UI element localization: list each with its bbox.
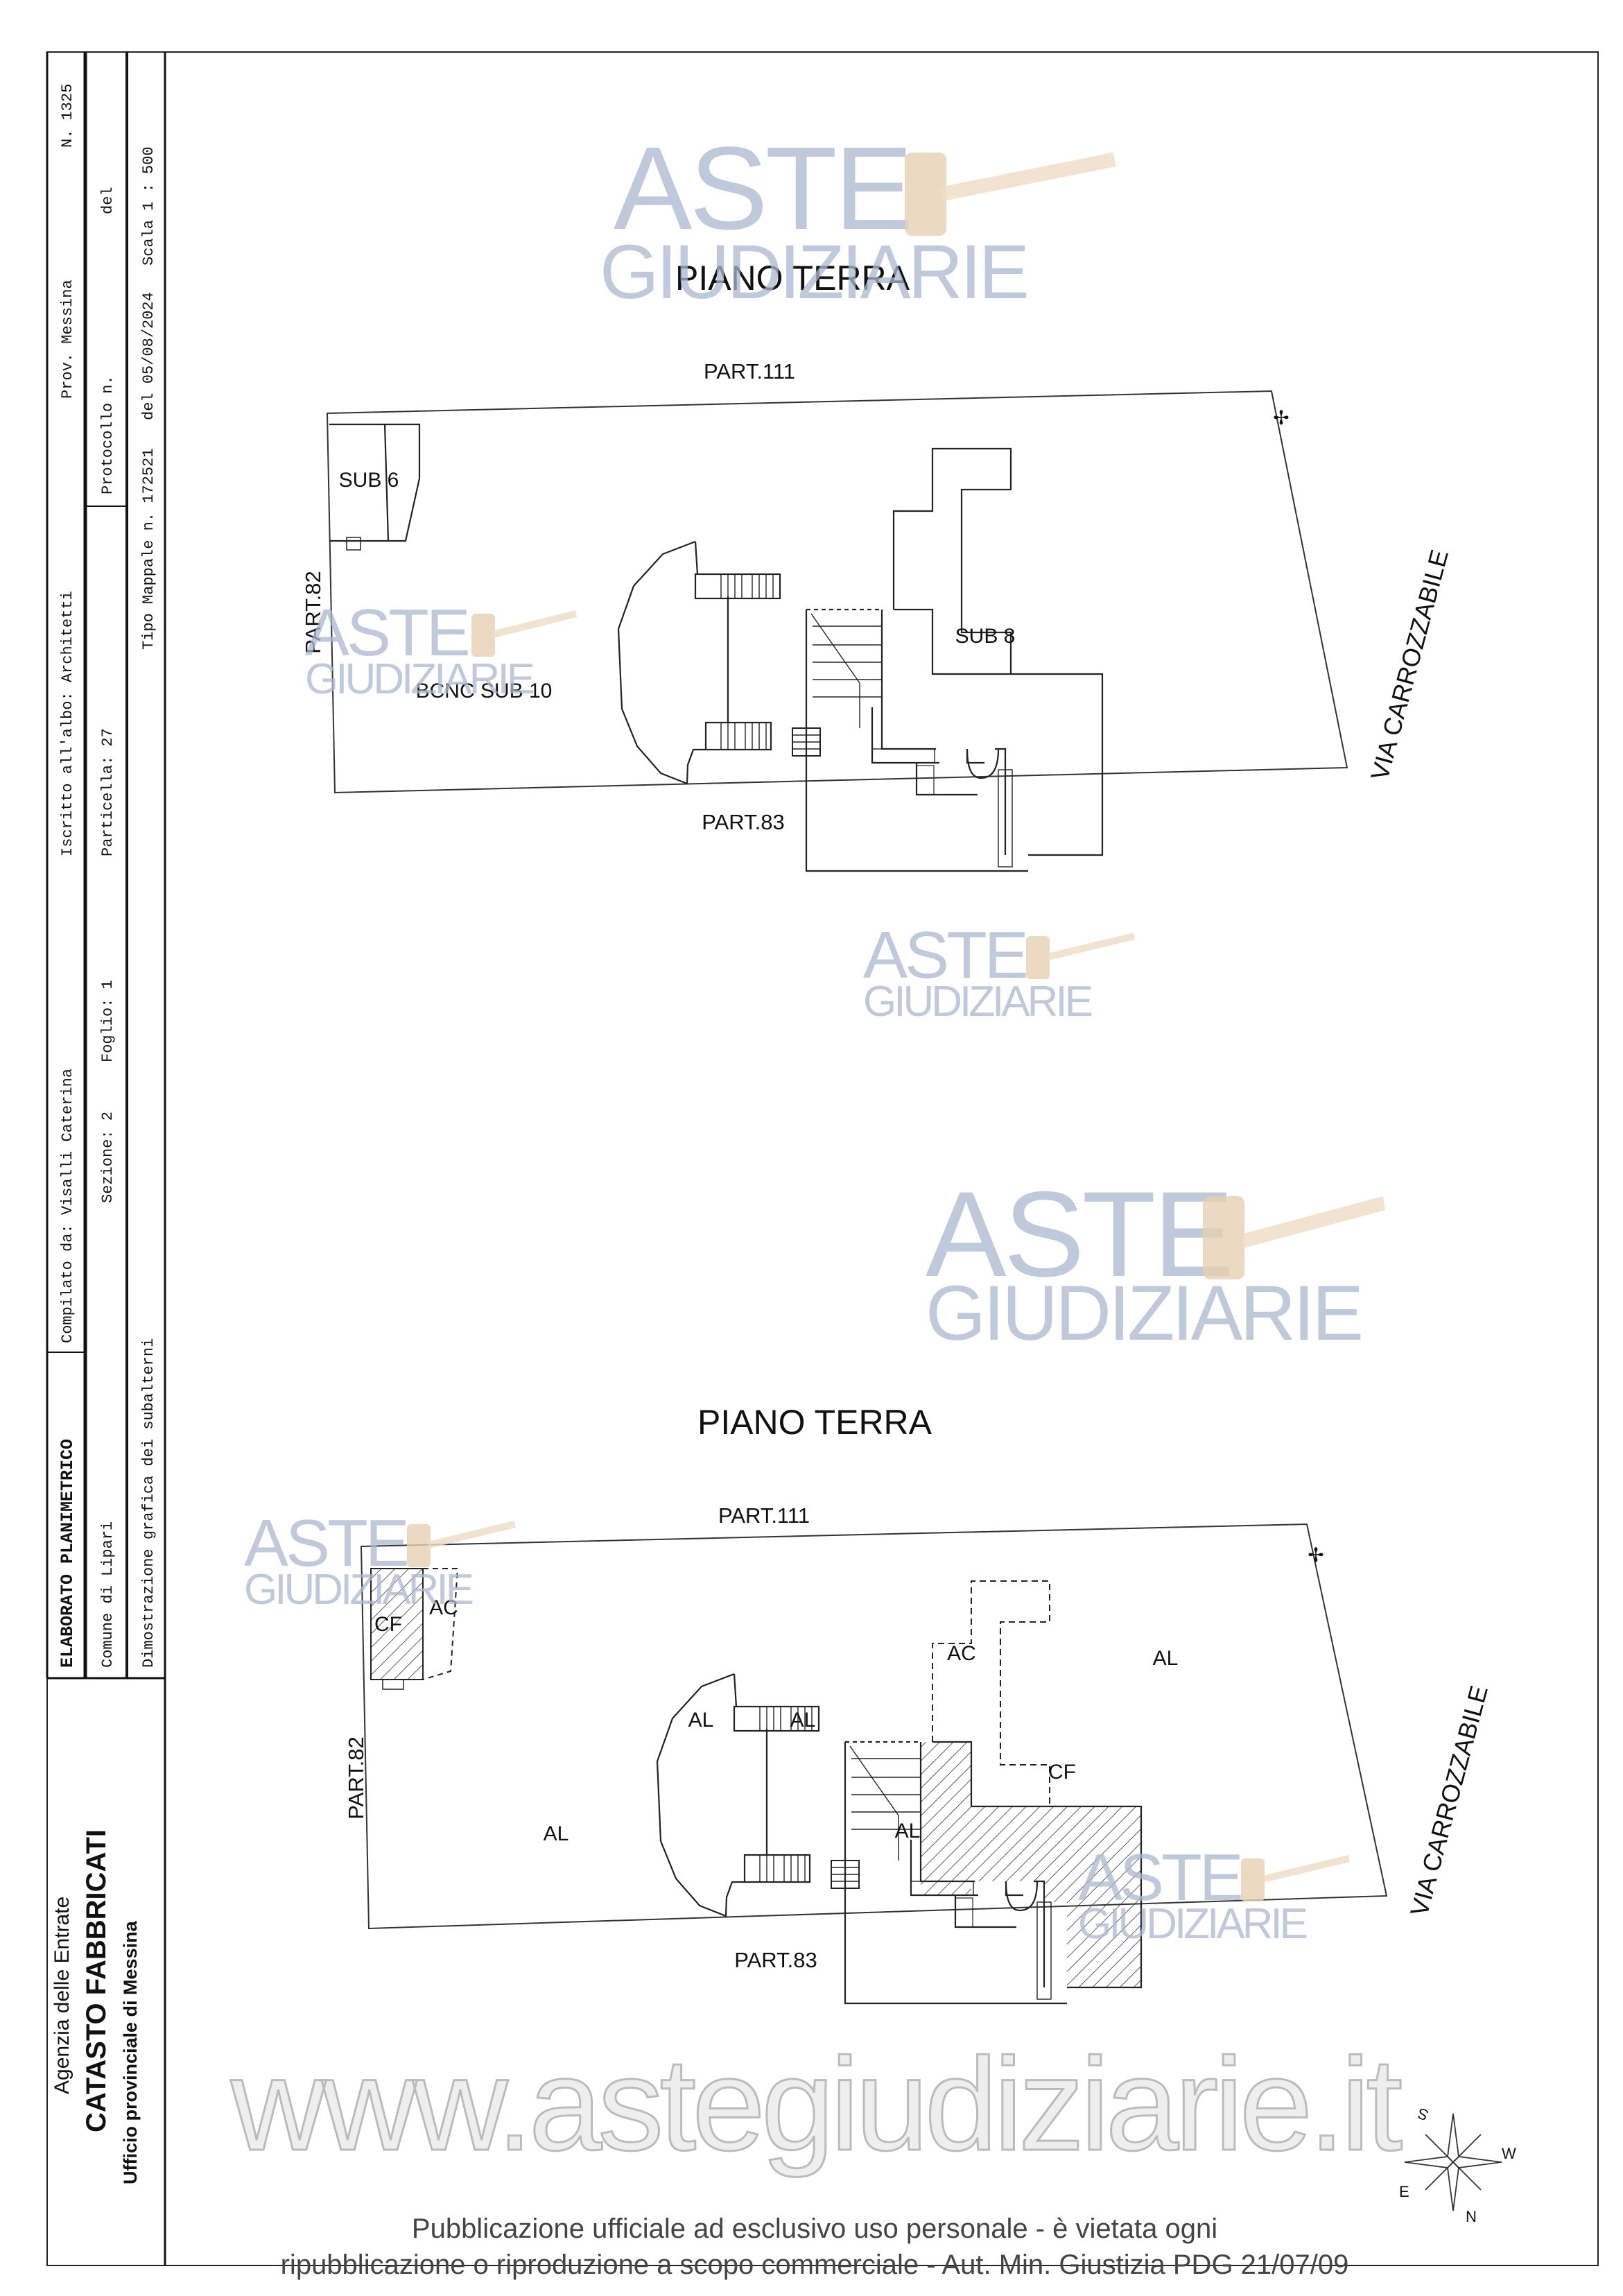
aste-watermark: ASTE GIUDIZIARIE [1078,1840,1350,1948]
plan-1-part-111: PART.111 [704,359,795,383]
aste-watermark: ASTE GIUDIZIARIE [244,1506,516,1614]
watermarks: ASTE GIUDIZIARIE ASTE GIUDIZIARIE ASTE G… [229,123,1407,2180]
plan-2-label-ac: AC [429,1596,458,1619]
page-border [46,51,1599,2266]
gavel-icon [1026,933,1135,979]
benchmark-icon: ✢ [1308,1544,1323,1566]
ufficio-provinciale: Ufficio provinciale di Messina [120,1920,141,2184]
svg-text:GIUDIZIARIE: GIUDIZIARIE [863,978,1092,1026]
svg-text:ASTE: ASTE [614,123,910,254]
title-elaborato-planimetrico: ELABORATO PLANIMETRICO [58,1439,78,1668]
plan-2-label-al: AL [544,1822,569,1845]
aste-watermark: ASTE GIUDIZIARIE [305,596,577,703]
plan-2-label-al: AL [688,1709,714,1732]
plan-2-part-82: PART.82 [344,1736,368,1819]
tipo-mappale: Tipo Mappale n. 172521 [140,449,157,650]
title-block: ELABORATO PLANIMETRICO Compilato da: Vis… [46,52,166,2265]
gavel-icon [905,153,1116,236]
gavel-icon [1241,1855,1350,1901]
svg-text:E: E [1399,2183,1409,2200]
plan-2-via-carrozzabile: VIA CARROZZABILE [1405,1682,1493,1919]
svg-text:ASTE: ASTE [305,596,468,670]
foglio: Foglio: 1 [99,980,116,1062]
plan-2-label-al: AL [790,1709,816,1732]
benchmark-icon: ✢ [1273,407,1289,429]
provincia: Prov. Messina [59,279,76,399]
svg-text:ASTE: ASTE [863,918,1026,992]
footer-notice-line-1: Pubblicazione ufficiale ad esclusivo uso… [412,2213,1217,2244]
svg-text:GIUDIZIARIE: GIUDIZIARIE [305,655,534,703]
plan-2-part-83: PART.83 [734,1948,817,1972]
gavel-icon [471,610,577,657]
svg-text:N: N [1466,2208,1477,2225]
plan-2-label-cf: CF [374,1613,402,1636]
aste-watermark: ASTE GIUDIZIARIE [600,123,1116,315]
gavel-icon [1203,1196,1385,1279]
plan-1-lot-boundary [326,390,1348,794]
agency-block: Agenzia delle Entrate CATASTO FABBRICATI… [51,1829,141,2184]
svg-text:ASTE: ASTE [1078,1840,1241,1915]
aste-watermark: ASTE GIUDIZIARIE [926,1167,1385,1356]
protocollo: Protocollo n. [99,375,116,494]
protocollo-del: del [99,187,116,214]
gavel-icon [407,1521,516,1567]
plan-1-title: PIANO TERRA [675,259,910,297]
numero: N. 1325 [59,84,76,148]
plan-1-sub-8: SUB 8 [955,625,1016,648]
svg-text:S: S [1415,2105,1430,2125]
compilato-da: Compilato da: Visalli Caterina [59,1069,76,1343]
plan-2-label-ac: AC [947,1642,976,1665]
svg-text:GIUDIZIARIE: GIUDIZIARIE [926,1270,1361,1356]
plan-2-label-al: AL [1153,1647,1179,1670]
tipo-mappale-data: del 05/08/2024 [140,292,157,420]
plan-1-part-82: PART.82 [301,571,325,653]
plan-1-part-83: PART.83 [702,810,784,834]
plan-2-label-cf: CF [1048,1761,1076,1784]
svg-text:GIUDIZIARIE: GIUDIZIARIE [244,1566,473,1614]
comune: Comune di Lipari [99,1521,116,1668]
agency-name: Agenzia delle Entrate [51,1897,73,2094]
svg-text:GIUDIZIARIE: GIUDIZIARIE [600,230,1027,315]
plan-2-label-al: AL [895,1820,921,1842]
aste-watermark: ASTE GIUDIZIARIE [863,918,1135,1026]
plan-2: PIANO TERRA PART.111 PART.83 PART.82 VIA… [344,1403,1493,2005]
plan-2-part-111: PART.111 [718,1503,810,1528]
compass-rose-icon: S W E N [1399,2105,1516,2225]
particella: Particella: 27 [99,728,116,856]
catasto-fabbricati: CATASTO FABBRICATI [81,1829,112,2132]
plan-1-via-carrozzabile: VIA CARROZZABILE [1365,546,1454,783]
dimostrazione-grafica: Dimostrazione grafica dei subalterni [140,1338,157,1668]
iscritto-albo: Iscritto all'albo: Architetti [59,591,76,856]
plan-1: PIANO TERRA PART.111 PART.83 PART.82 VIA… [301,259,1454,872]
svg-text:W: W [1502,2145,1516,2162]
sezione: Sezione: 2 [99,1112,116,1203]
plan-2-title: PIANO TERRA [697,1403,932,1442]
plan-1-bcnc-sub-10: BCNC SUB 10 [416,680,553,702]
footer-notice-line-2: ripubblicazione o riproduzione a scopo c… [281,2250,1349,2280]
site-url-watermark: www.astegiudiziarie.it [230,2031,1403,2178]
plan-2-lot-boundary [360,1523,1388,1930]
scala: Scala 1 : 500 [140,146,157,266]
plan-1-sub-6: SUB 6 [339,469,399,492]
svg-text:ASTE: ASTE [926,1167,1231,1302]
svg-text:GIUDIZIARIE: GIUDIZIARIE [1078,1900,1307,1948]
svg-text:ASTE: ASTE [244,1506,407,1580]
